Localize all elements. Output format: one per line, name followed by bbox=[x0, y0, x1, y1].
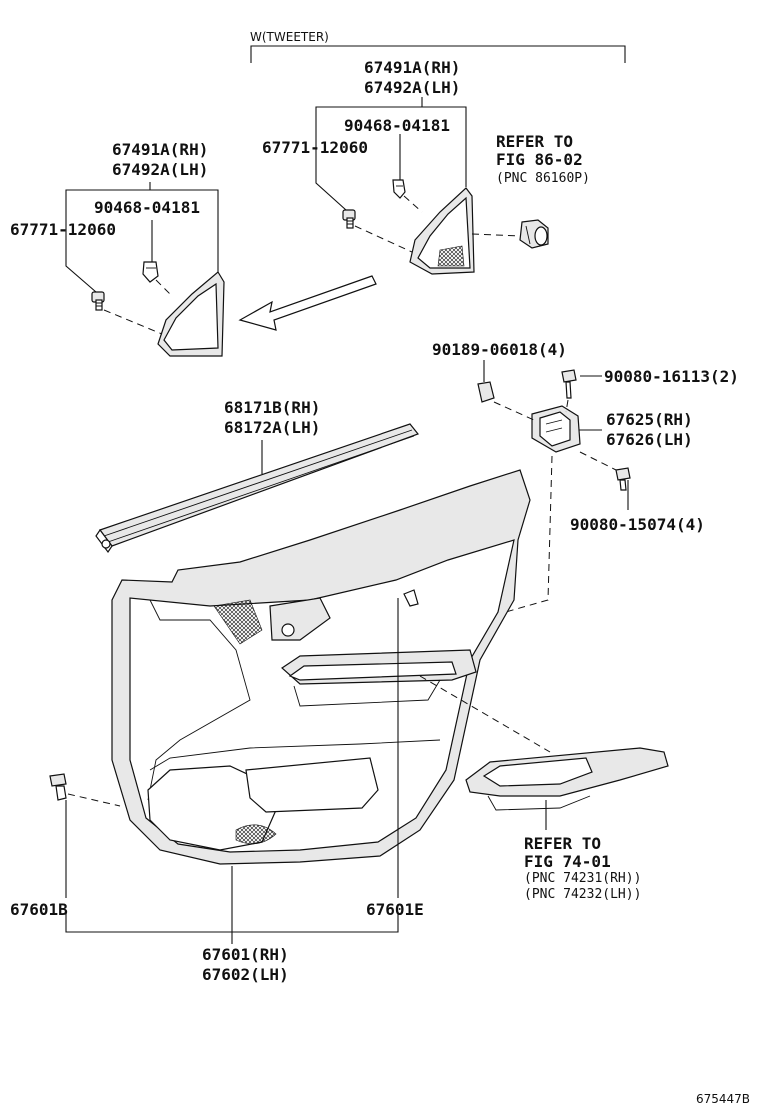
bracket-lh-label: 67626(LH) bbox=[606, 430, 693, 449]
bracket-leaders bbox=[483, 360, 629, 510]
weatherstrip-rh-label: 68171B(RH) bbox=[224, 398, 321, 417]
upper-assembly-dashes bbox=[354, 195, 521, 253]
bracket-assembly-dashes bbox=[413, 399, 617, 639]
bracket-top-screw-icon bbox=[561, 369, 577, 399]
tweeter-group-label: W(TWEETER) bbox=[250, 30, 329, 44]
bottom-dashes bbox=[67, 675, 551, 807]
bracket-top-screw-label: 90080-16113(2) bbox=[604, 367, 739, 386]
upper-tweeter-rh-label: 67491A(RH) bbox=[364, 58, 461, 77]
window-weatherstrip-icon bbox=[95, 423, 419, 554]
door-bracket-icon bbox=[531, 405, 581, 453]
tweeter-group-bracket bbox=[250, 45, 626, 63]
bracket-rh-label: 67625(RH) bbox=[606, 410, 693, 429]
left-tweeter-lh-label: 67492A(LH) bbox=[112, 160, 209, 179]
bottom-left-clip-label: 67601B bbox=[10, 900, 68, 919]
pnc-74-rh-label: (PNC 74231(RH)) bbox=[524, 871, 642, 886]
pnc-74-lh-label: (PNC 74232(LH)) bbox=[524, 887, 642, 902]
direction-arrow-icon bbox=[238, 275, 377, 331]
upper-clip-label: 90468-04181 bbox=[344, 116, 450, 135]
tweeter-connector-icon bbox=[519, 219, 549, 249]
refer-to-86-label: REFER TO bbox=[496, 132, 574, 151]
pnc-86-label: (PNC 86160P) bbox=[496, 171, 590, 186]
upper-tweeter-lh-label: 67492A(LH) bbox=[364, 78, 461, 97]
panel-rh-label: 67601(RH) bbox=[202, 945, 289, 964]
left-screw-label: 67771-12060 bbox=[10, 220, 116, 239]
left-tweeter-cover-icon bbox=[157, 271, 225, 357]
weatherstrip-lh-label: 68172A(LH) bbox=[224, 418, 321, 437]
left-clip-icon bbox=[142, 261, 159, 283]
bracket-bottom-screw-icon bbox=[615, 467, 631, 491]
figure-id-label: 675447B bbox=[696, 1092, 751, 1106]
panel-lh-label: 67602(LH) bbox=[202, 965, 289, 984]
left-tweeter-leaders bbox=[65, 182, 219, 293]
upper-tweeter-cover-icon bbox=[409, 187, 475, 275]
left-clip-label: 90468-04181 bbox=[94, 198, 200, 217]
bracket-nut-icon bbox=[477, 381, 495, 403]
bottom-leaders bbox=[65, 598, 547, 944]
left-screw-icon bbox=[91, 291, 105, 311]
door-trim-panel-icon bbox=[111, 469, 531, 865]
left-assembly-dashes bbox=[103, 279, 173, 335]
fig-86-label: FIG 86-02 bbox=[496, 150, 583, 169]
bracket-bottom-screw-label: 90080-15074(4) bbox=[570, 515, 705, 534]
upper-screw-label: 67771-12060 bbox=[262, 138, 368, 157]
bracket-nut-label: 90189-06018(4) bbox=[432, 340, 567, 359]
bottom-left-clip-icon bbox=[49, 773, 67, 801]
upper-screw-icon bbox=[342, 209, 356, 229]
armrest-trim-icon bbox=[465, 747, 669, 811]
fig-74-label: FIG 74-01 bbox=[524, 852, 611, 871]
left-tweeter-rh-label: 67491A(RH) bbox=[112, 140, 209, 159]
refer-to-74-label: REFER TO bbox=[524, 834, 602, 853]
bottom-right-clip-label: 67601E bbox=[366, 900, 424, 919]
upper-clip-icon bbox=[392, 179, 406, 199]
upper-tweeter-leaders bbox=[315, 97, 467, 211]
